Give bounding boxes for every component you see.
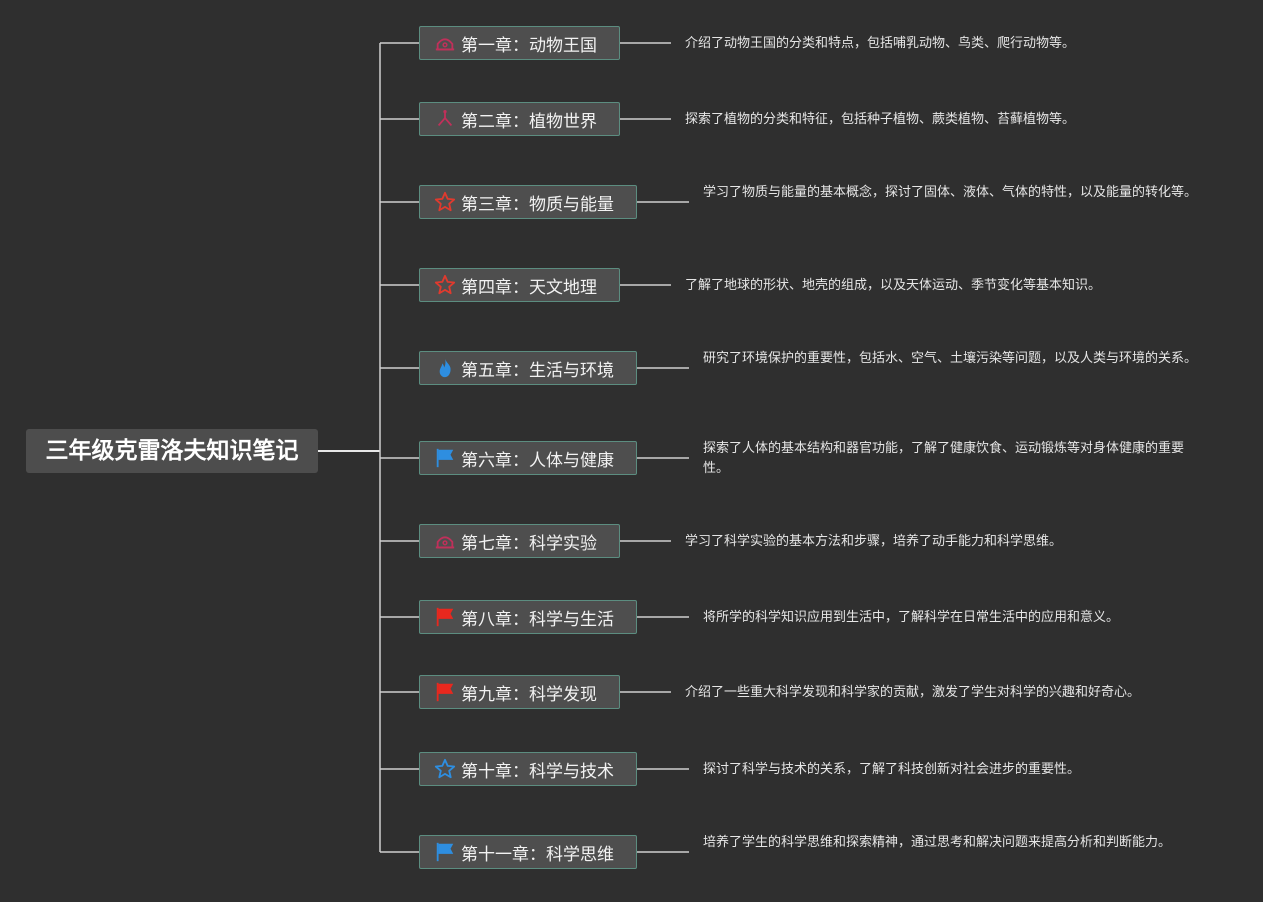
flag-icon (434, 680, 458, 704)
chapter-note: 探讨了科学与技术的关系，了解了科技创新对社会进步的重要性。 (703, 762, 1081, 777)
chapter-label: 第八章：科学与生活 (461, 609, 614, 630)
flag-icon (434, 605, 458, 629)
chapter-note: 将所学的科学知识应用到生活中，了解科学在日常生活中的应用和意义。 (703, 610, 1120, 625)
chapter-node[interactable]: 第六章：人体与健康 (419, 441, 637, 475)
chapter-label: 第六章：人体与健康 (461, 450, 614, 471)
flame-icon (434, 356, 458, 380)
chapter-label: 第三章：物质与能量 (461, 194, 614, 215)
bell-icon (434, 529, 458, 553)
chapter-note: 探索了植物的分类和特征，包括种子植物、蕨类植物、苔藓植物等。 (685, 112, 1076, 127)
bell-icon (434, 31, 458, 55)
chapter-label: 第五章：生活与环境 (461, 360, 614, 381)
chapter-note: 学习了科学实验的基本方法和步骤，培养了动手能力和科学思维。 (685, 534, 1063, 549)
chapter-node[interactable]: 第五章：生活与环境 (419, 351, 637, 385)
chapter-note: 介绍了动物王国的分类和特点，包括哺乳动物、鸟类、爬行动物等。 (685, 36, 1076, 51)
chapter-node[interactable]: 第十一章：科学思维 (419, 835, 637, 869)
chapter-note: 探索了人体的基本结构和器官功能，了解了健康饮食、运动锻炼等对身体健康的重要性。 (703, 441, 1185, 476)
flag-icon (434, 446, 458, 470)
chapter-node[interactable]: 第二章：植物世界 (419, 102, 620, 136)
chapter-note: 研究了环境保护的重要性，包括水、空气、土壤污染等问题，以及人类与环境的关系。 (703, 351, 1198, 366)
chapter-note: 培养了学生的科学思维和探索精神，通过思考和解决问题来提高分析和判断能力。 (703, 835, 1172, 850)
chapter-label: 第九章：科学发现 (461, 684, 597, 705)
star-outline-icon (434, 273, 458, 297)
branch-icon (434, 107, 458, 131)
chapter-node[interactable]: 第十章：科学与技术 (419, 752, 637, 786)
chapter-node[interactable]: 第九章：科学发现 (419, 675, 620, 709)
chapter-note: 介绍了一些重大科学发现和科学家的贡献，激发了学生对科学的兴趣和好奇心。 (685, 685, 1141, 700)
chapter-node[interactable]: 第八章：科学与生活 (419, 600, 637, 634)
star-outline-icon (434, 190, 458, 214)
root-topic-label: 三年级克雷洛夫知识笔记 (45, 438, 299, 464)
flag-icon (434, 840, 458, 864)
chapter-label: 第十章：科学与技术 (461, 761, 614, 782)
chapter-node[interactable]: 第一章：动物王国 (419, 26, 620, 60)
chapter-label: 第二章：植物世界 (461, 111, 597, 132)
chapter-note: 了解了地球的形状、地壳的组成，以及天体运动、季节变化等基本知识。 (685, 278, 1102, 293)
chapter-label: 第一章：动物王国 (461, 35, 597, 56)
chapter-label: 第十一章：科学思维 (461, 844, 614, 865)
root-topic[interactable]: 三年级克雷洛夫知识笔记 (26, 429, 318, 473)
chapter-node[interactable]: 第四章：天文地理 (419, 268, 620, 302)
chapter-node[interactable]: 第三章：物质与能量 (419, 185, 637, 219)
chapter-label: 第四章：天文地理 (461, 277, 597, 298)
chapter-label: 第七章：科学实验 (461, 533, 597, 554)
chapter-note: 学习了物质与能量的基本概念，探讨了固体、液体、气体的特性，以及能量的转化等。 (703, 185, 1198, 200)
chapter-node[interactable]: 第七章：科学实验 (419, 524, 620, 558)
star-outline-icon (434, 757, 458, 781)
